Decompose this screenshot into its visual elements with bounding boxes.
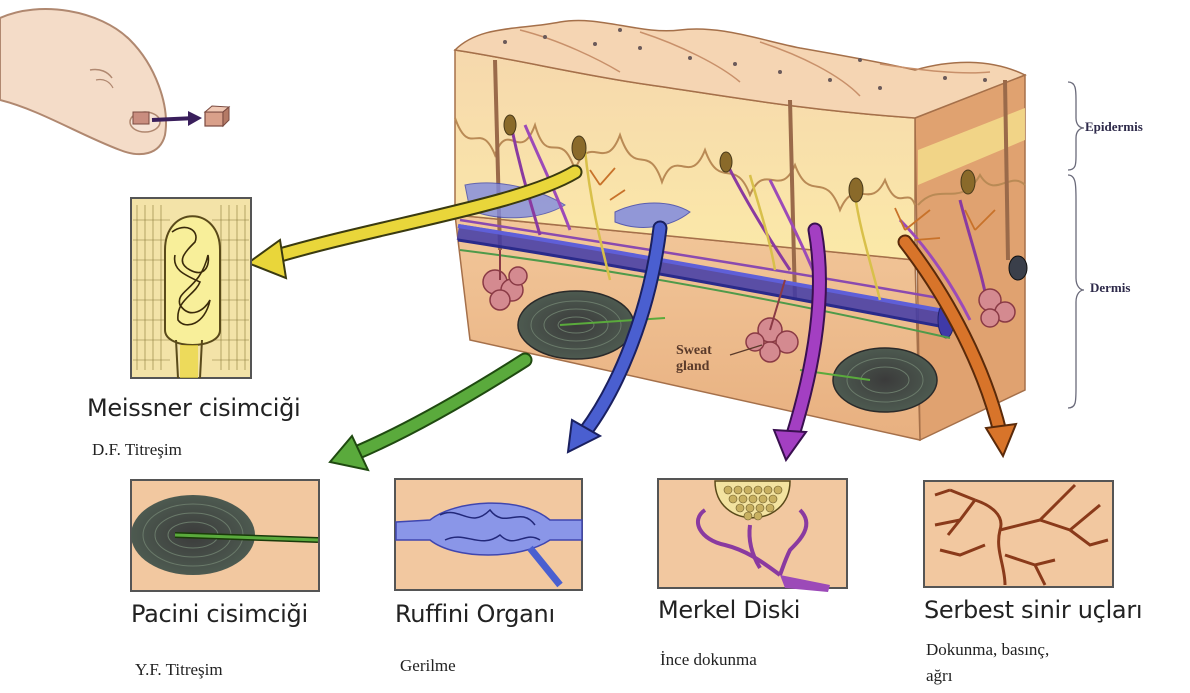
serbest-function-line1: Dokunma, basınç, (926, 640, 1049, 660)
pacini-inset (131, 480, 319, 591)
dermis-label: Dermis (1090, 280, 1130, 296)
arrow-pacini (330, 360, 525, 470)
merkel-title: Merkel Diski (658, 596, 800, 624)
layer-braces (1068, 82, 1084, 408)
merkel-inset (658, 479, 847, 592)
pacini-title: Pacini cisimciği (131, 600, 308, 628)
meissner-inset (131, 198, 251, 378)
merkel-function: İnce dokunma (660, 650, 757, 670)
serbest-title: Serbest sinir uçları (924, 596, 1142, 624)
serbest-function-line2: ağrı (926, 666, 952, 686)
meissner-function: D.F. Titreşim (92, 440, 182, 460)
sweat-gland-label-2: gland (676, 359, 709, 375)
epidermis-label: Epidermis (1085, 119, 1143, 135)
finger-illustration (0, 9, 229, 154)
serbest-inset (924, 481, 1113, 587)
ruffini-title: Ruffini Organı (395, 600, 555, 628)
ruffini-function: Gerilme (400, 656, 456, 676)
sweat-gland-label-1: Sweat (676, 343, 712, 359)
skin-block (455, 20, 1027, 440)
ruffini-inset (395, 479, 582, 590)
meissner-title: Meissner cisimciği (87, 394, 300, 422)
pacini-function: Y.F. Titreşim (135, 660, 223, 680)
